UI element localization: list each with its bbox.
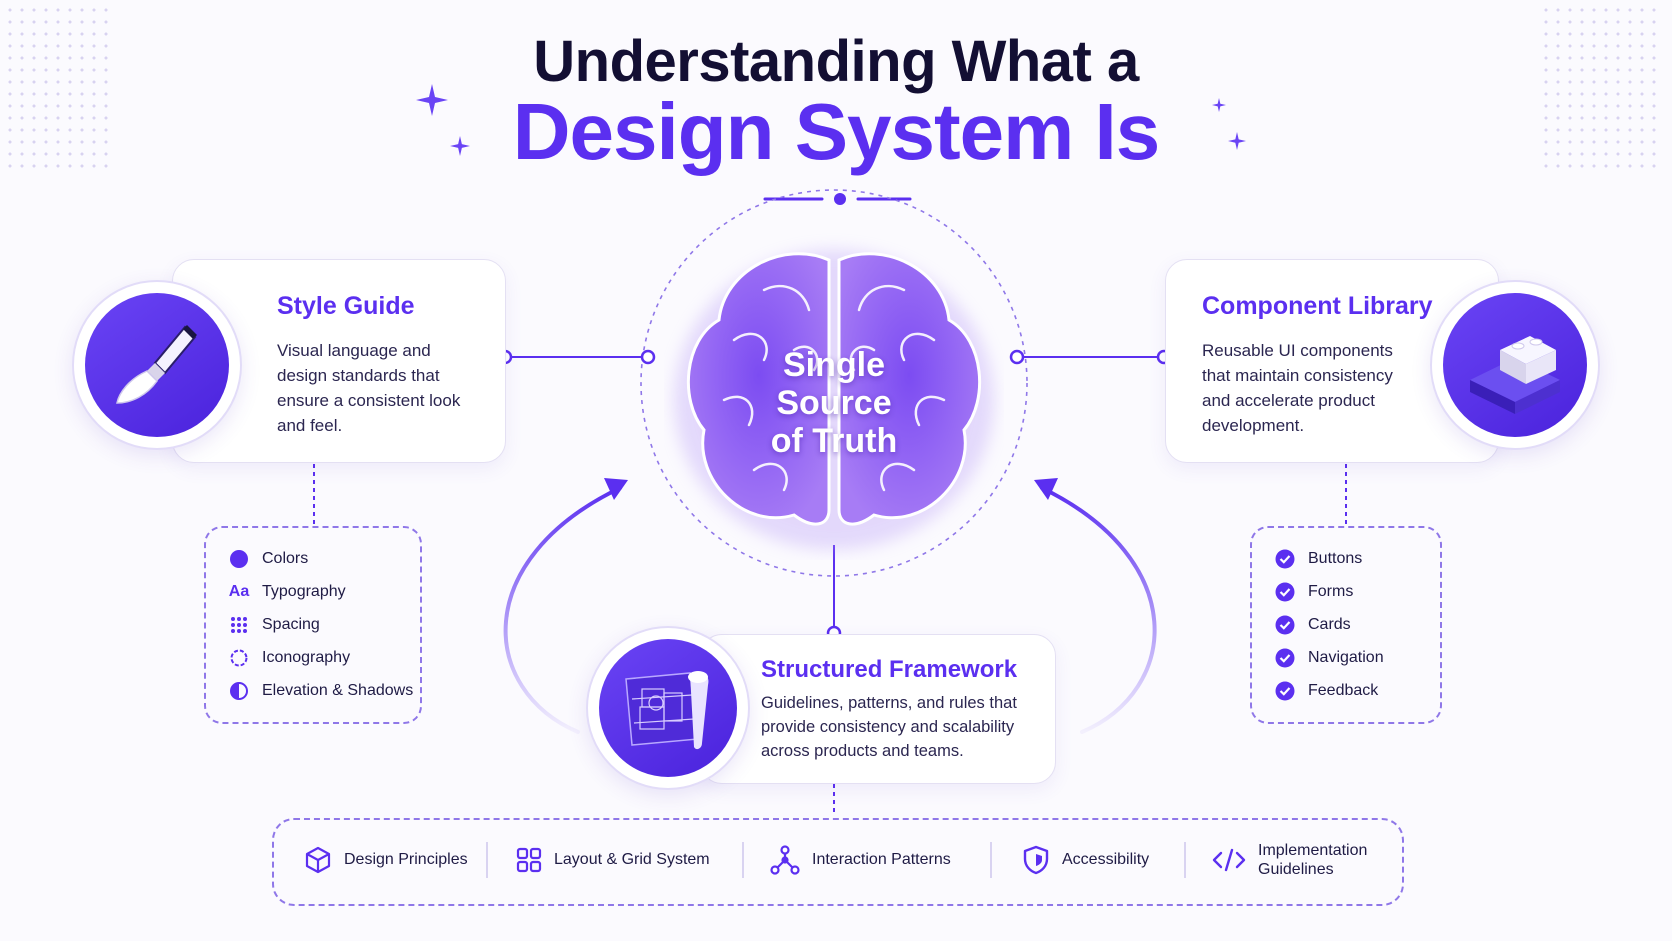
center-label: Single Source of Truth [770,346,898,460]
paintbrush-icon [116,325,197,404]
component-library-title: Component Library [1202,292,1433,320]
component-library-badge [1430,280,1600,450]
circle-fill-icon [228,548,250,570]
typography-icon: Aa [228,583,250,600]
framework-card [700,634,1056,784]
sparkle-icon [450,136,470,156]
cube-icon [305,846,331,874]
component-library-list: Buttons Forms Cards Navigation Feedback [1250,526,1442,724]
sparkle-icon [416,84,448,116]
list-item: Forms [1274,581,1353,603]
half-circle-icon [228,680,250,702]
list-item: Colors [228,548,308,570]
style-guide-title: Style Guide [277,292,415,320]
bottom-separator [990,842,992,878]
bottom-separator [742,842,744,878]
component-library-description: Reusable UI components that maintain con… [1202,341,1393,435]
list-item: Aa Typography [228,581,346,603]
list-item: Cards [1274,614,1351,636]
building-blocks-icon [1470,336,1560,414]
grid-dots-icon [228,614,250,636]
list-item: Spacing [228,614,320,636]
style-guide-badge [72,280,242,450]
bottom-item-layout-grid: Layout & Grid System [516,820,710,900]
list-item: Iconography [228,647,350,669]
title-line-2: Design System Is [512,87,1161,176]
bottom-item-accessibility: Accessibility [1022,820,1149,900]
dot-pattern-right [1540,4,1660,174]
list-item: Elevation & Shadows [228,680,413,702]
style-guide-description: Visual language and design standards tha… [277,341,461,435]
list-item: Feedback [1274,680,1378,702]
code-icon [1212,848,1246,872]
bottom-separator [486,842,488,878]
check-circle-icon [1274,581,1296,603]
title-line-1: Understanding What a [533,29,1139,94]
bottom-item-interaction-patterns: Interaction Patterns [770,820,951,900]
list-item: Navigation [1274,647,1384,669]
blueprint-icon [625,671,709,750]
grid-icon [516,847,542,873]
bottom-item-implementation: Implementation Guidelines [1212,820,1378,900]
check-circle-icon [1274,680,1296,702]
bottom-item-design-principles: Design Principles [304,820,468,900]
check-circle-icon [1274,614,1296,636]
list-item: Buttons [1274,548,1362,570]
center-hub: Single Source of Truth [664,230,1004,560]
bottom-separator [1184,842,1186,878]
framework-description: Guidelines, patterns, and rules that pro… [761,694,1017,760]
brain-icon [674,250,994,550]
style-guide-list: Colors Aa Typography Spacing Iconography… [204,526,422,724]
nodes-icon [770,845,800,875]
shield-icon [1023,845,1049,875]
framework-badge [586,626,750,790]
check-circle-icon [1274,647,1296,669]
sparkle-icon [1228,132,1246,150]
circle-dashed-icon [228,647,250,669]
dot-pattern-left [4,4,114,174]
check-circle-icon [1274,548,1296,570]
sparkle-icon [1212,98,1226,112]
framework-title: Structured Framework [761,656,1018,683]
bottom-bar: Design Principles Layout & Grid System I… [272,818,1404,906]
